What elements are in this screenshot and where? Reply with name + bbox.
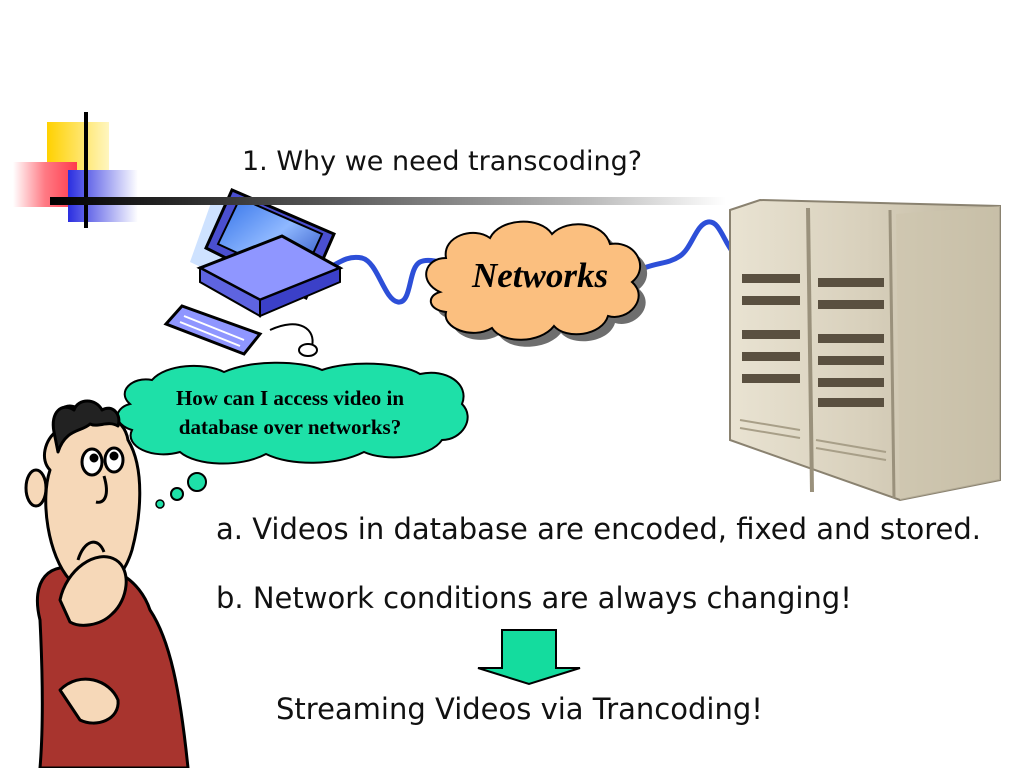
thought-bubble-text: How can I access video in database over …: [175, 386, 405, 439]
bullet-item: b. Network conditions are always changin…: [216, 581, 852, 615]
decorative-squares-icon: [13, 112, 138, 228]
down-arrow-icon: [477, 629, 581, 686]
bullet-item: a. Videos in database are encoded, fixed…: [216, 512, 981, 546]
slide-title: 1. Why we need transcoding?: [242, 146, 643, 177]
title-rule: [50, 197, 726, 205]
network-cable-left: [319, 254, 455, 305]
cloud-icon: [425, 220, 648, 347]
network-cable-right: [641, 219, 739, 271]
thinking-man-icon: [24, 399, 190, 768]
conclusion-text: Streaming Videos via Trancoding!: [276, 692, 763, 726]
cloud-label: Networks: [471, 256, 609, 295]
computer-icon: [163, 188, 344, 357]
server-rack-icon: [729, 198, 1001, 502]
thought-bubble: [116, 361, 469, 509]
